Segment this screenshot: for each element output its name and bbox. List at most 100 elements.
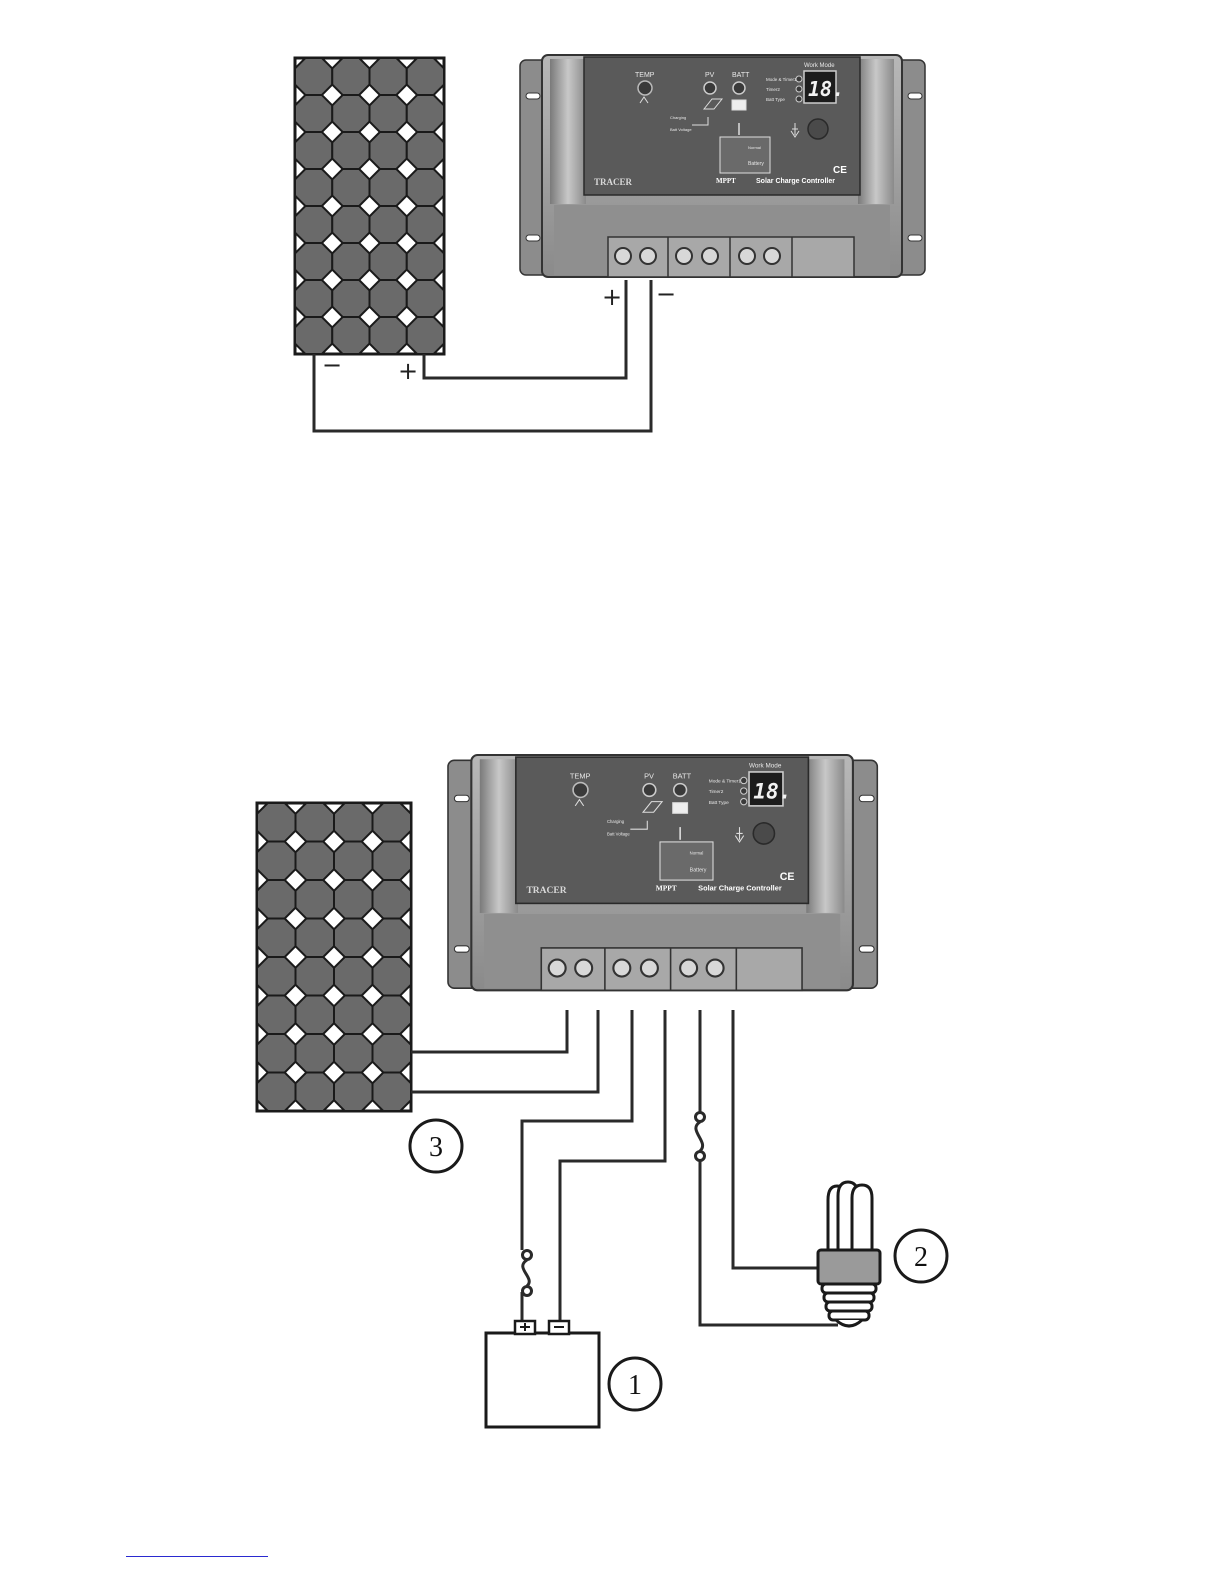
mounting-slot [526,93,540,99]
solar-cell [370,169,407,206]
pv-label: PV [705,72,715,79]
solar-cell [373,842,412,881]
side-rail [858,59,894,204]
callout-3: 3 [410,1120,462,1172]
brand-label: TRACER [526,886,566,896]
solar-cell [373,919,412,958]
temp-sensor-port [573,783,588,798]
setting-button[interactable] [753,823,774,844]
mode-led [796,96,802,102]
callout-2-label: 2 [914,1242,928,1273]
battery-small-icon [673,803,688,814]
panel-plus-label: + [398,357,418,385]
ce-mark: CE [833,165,847,176]
battery-small-icon [732,100,746,110]
solar-cell [332,317,369,354]
side-rail [806,759,844,913]
solar-cell [332,132,369,169]
normal-label: Normal [690,851,704,856]
solar-cell [296,1034,335,1073]
lamp-icon [818,1182,880,1326]
terminal-plus-label: + [602,283,622,311]
mounting-slot [454,946,469,952]
pv-terminal-screw[interactable] [615,248,631,264]
footnote-rule [126,1556,268,1557]
pv-terminal-screw[interactable] [640,248,656,264]
brand-label: TRACER [594,177,633,187]
mode-label: Batt Type [766,97,785,102]
batt-terminal-screw[interactable] [641,960,658,977]
mounting-slot [908,235,922,241]
solar-cell [373,803,412,842]
charging-label: Charging [607,819,625,824]
load-terminal-screw[interactable] [707,960,724,977]
batt-led [733,82,745,94]
solar-cell [295,206,332,243]
solar-cell [373,1073,412,1112]
pv-led [643,784,656,797]
solar-cell [370,95,407,132]
batt-led [674,784,687,797]
load-terminal-screw[interactable] [739,248,755,264]
mode-led [796,76,802,82]
battery-icon [486,1321,599,1427]
solar-cell [334,1073,373,1112]
temp-label: TEMP [635,72,655,79]
solar-cell [296,957,335,996]
callout-1: 1 [609,1358,661,1410]
product-label: Solar Charge Controller [756,178,835,185]
solar-cell [370,132,407,169]
batt-terminal-screw[interactable] [613,960,630,977]
solar-cell [407,132,444,169]
solar-cell [407,317,444,354]
load-terminal-screw[interactable] [680,960,697,977]
display-value: 18. [808,77,844,101]
solar-cell [295,95,332,132]
battery-graphic-icon [660,842,713,880]
battery-graphic-icon [720,137,770,173]
solar-cell [295,132,332,169]
solar-cell [370,58,407,95]
batt-voltage-label: Batt Voltage [670,127,692,132]
ce-mark: CE [780,871,795,883]
solar-cell [257,880,296,919]
pv-terminal-screw[interactable] [575,960,592,977]
solar-cell [296,842,335,881]
side-rail [550,59,586,204]
batt-terminal-screw[interactable] [676,248,692,264]
solar-cell [296,880,335,919]
positive-wire [424,280,626,378]
temp-label: TEMP [570,771,591,780]
load-positive-wire-lower [700,1160,838,1325]
solar-cell [257,803,296,842]
panel-minus-label: − [322,351,342,379]
setting-button[interactable] [808,119,828,139]
pv-terminal-screw[interactable] [549,960,566,977]
solar-cell [257,996,296,1035]
mounting-slot [454,795,469,801]
load-terminal-screw[interactable] [764,248,780,264]
mode-label: Mode & Timer1 [766,77,797,82]
solar-cell [334,803,373,842]
solar-cell [334,957,373,996]
solar-cell [373,880,412,919]
solar-cell [332,206,369,243]
solar-cell [332,243,369,280]
wires [411,1010,838,1325]
mppt-label: MPPT [656,884,677,893]
normal-label: Normal [748,145,761,150]
mounting-slot [526,235,540,241]
callout-1-label: 1 [628,1370,642,1401]
mode-label: Mode & Timer1 [709,779,742,785]
temp-sensor-port [638,81,652,95]
work-mode-label: Work Mode [804,63,835,69]
solar-cell [407,169,444,206]
load-negative-wire [733,1010,820,1268]
batt-terminal-screw[interactable] [702,248,718,264]
solar-cell [332,169,369,206]
solar-cell [370,280,407,317]
callout-2: 2 [895,1230,947,1282]
battery-label: Battery [748,161,764,167]
solar-cell [407,206,444,243]
